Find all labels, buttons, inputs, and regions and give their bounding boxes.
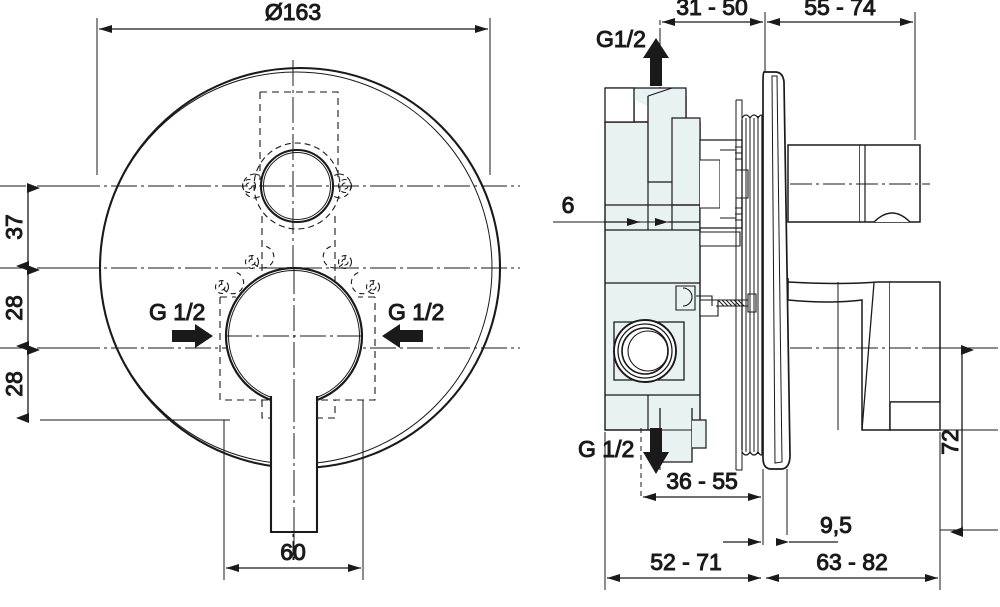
lower-mounting-lugs [214,271,381,295]
spring-detail [716,299,748,307]
dim-label-55-74: 55 - 74 [804,0,876,20]
diverter-hidden-circle [253,142,341,230]
dim-label-31-50: 31 - 50 [676,0,748,20]
lever-handle-side [787,278,985,431]
dim-bottom-chain [604,432,941,590]
upper-mounting-lugs [241,173,353,199]
inlet-arrow-left [172,324,213,348]
dim-top-chain [659,12,916,140]
outlet-port-circles [613,319,685,383]
port-arrow-bottom [643,428,669,474]
port-label-top: G1/2 [596,26,646,52]
front-view-group: Ø163 [0,0,520,580]
dim-label-diameter: Ø163 [265,0,321,25]
dim-36-55 [640,428,761,501]
port-label-bottom: G 1/2 [578,436,634,462]
diverter-inner-circle [263,152,331,220]
threaded-sleeve [735,99,764,471]
dim-label-37: 37 [1,214,27,240]
inlet-arrow-right [382,324,423,348]
side-view-group: 31 - 50 55 - 74 G1/2 [553,0,998,590]
dim-72 [940,345,998,537]
port-label-right: G 1/2 [388,299,444,325]
cartridge-assembly [696,139,757,317]
middle-mounting-lugs [244,245,353,270]
dim-vertical-chain [16,183,230,423]
dim-diameter-163 [96,18,491,175]
dim-label-72: 72 [937,429,963,455]
diverter-outer-circle [259,148,335,224]
dim-label-28-bottom: 28 [1,371,27,397]
dim-label-63-82: 63 - 82 [816,549,888,575]
port-arrow-top [643,38,669,86]
escutcheon-plate-side [762,71,791,470]
dim-9-5 [723,469,838,546]
dim-label-36-55: 36 - 55 [666,468,738,494]
dim-label-52-71: 52 - 71 [650,549,722,575]
dim-label-6: 6 [562,192,575,218]
dim-label-28-mid: 28 [1,295,27,321]
port-label-left: G 1/2 [149,299,205,325]
dim-label-60: 60 [280,539,306,565]
dim-60 [223,400,364,580]
diverter-knob [787,144,930,223]
valve-body [604,87,707,463]
dim-label-9-5: 9,5 [820,512,852,538]
